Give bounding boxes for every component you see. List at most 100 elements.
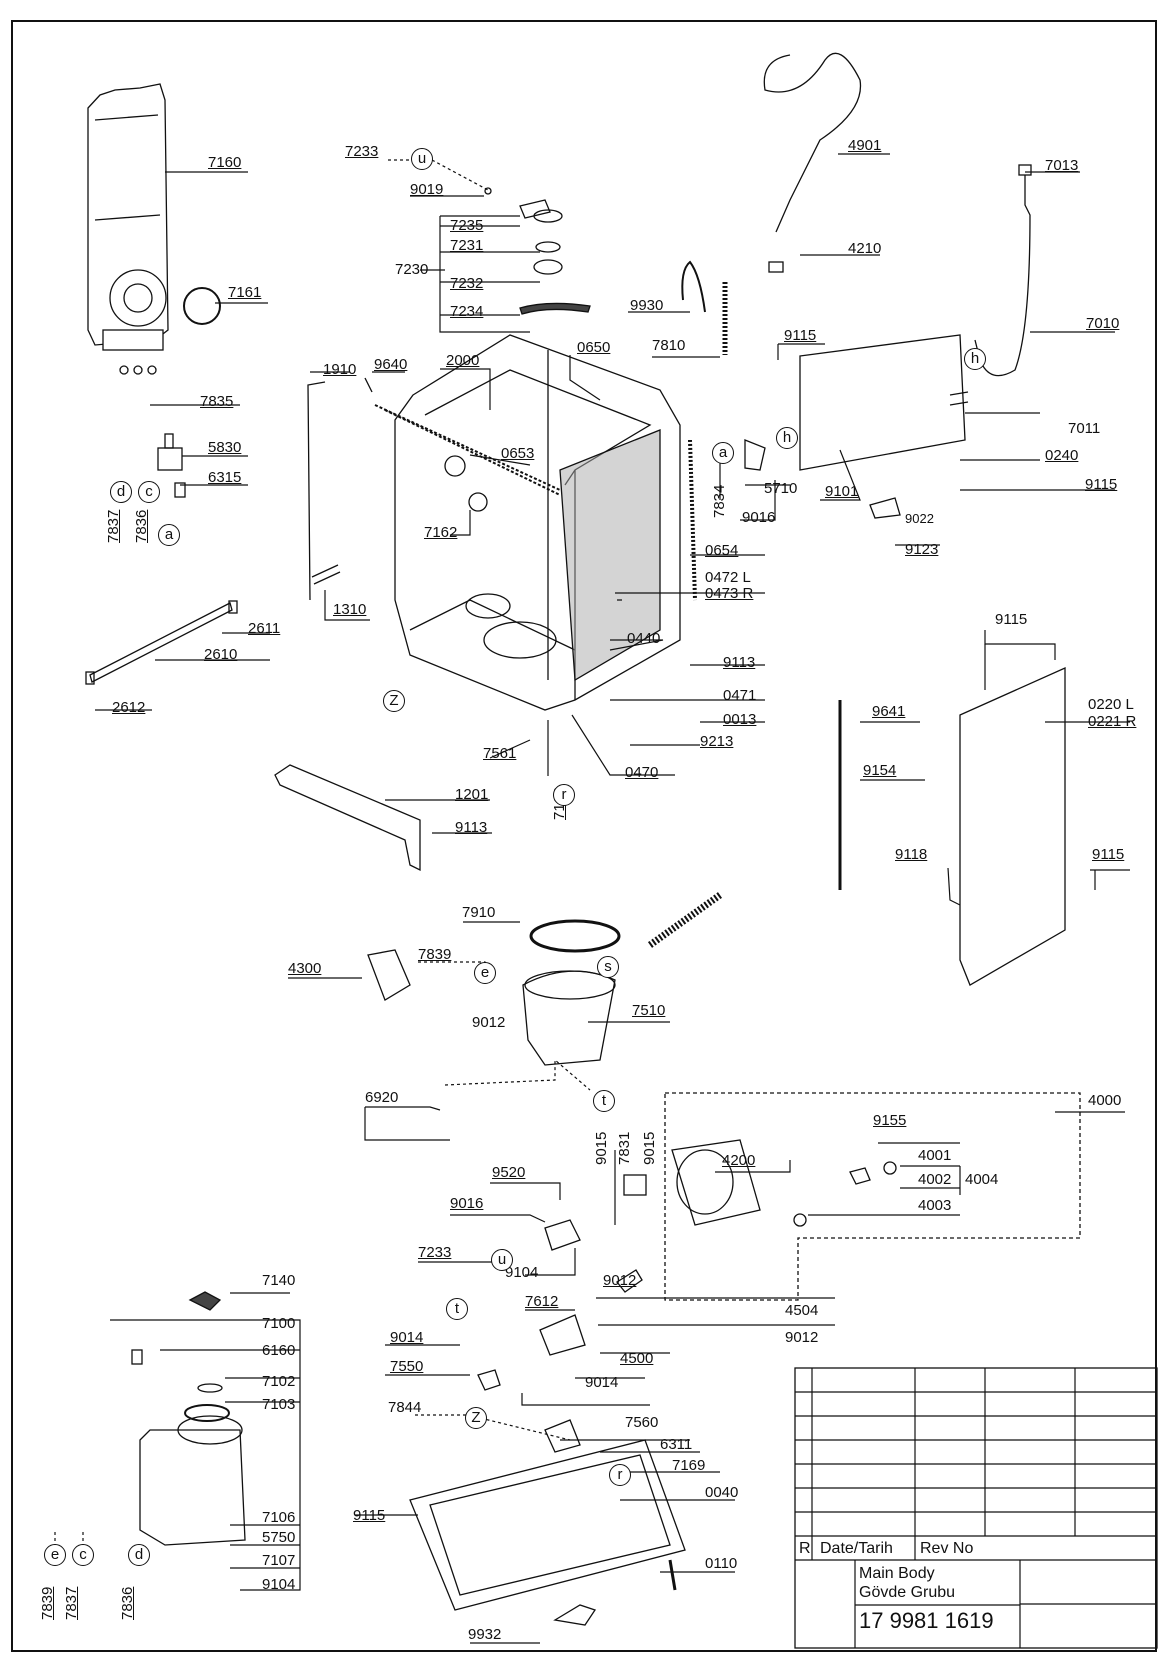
seal-9640 [364, 377, 373, 393]
label-9022: 9022 [905, 511, 934, 526]
label-7831: 7831 [616, 1131, 633, 1165]
clip-7011 [949, 391, 969, 406]
label-4901: 4901 [848, 137, 882, 154]
label-9123: 9123 [905, 541, 939, 558]
label-0654: 0654 [705, 542, 739, 559]
label-4000: 4000 [1088, 1092, 1122, 1109]
sump-7510 [522, 970, 616, 1066]
panel-0240 [799, 334, 966, 471]
leader-lines [54, 153, 1130, 1644]
label-9115: 9115 [784, 327, 817, 344]
label-6160: 6160 [262, 1342, 296, 1359]
callout-a: a [158, 524, 180, 546]
label-4504: 4504 [785, 1302, 819, 1319]
cable-4901 [763, 52, 862, 233]
label-1310: 1310 [333, 601, 367, 618]
label-9640: 9640 [374, 356, 408, 373]
label-0440: 0440 [627, 630, 661, 647]
label-5830: 5830 [208, 439, 242, 456]
label-9015a: 9015 [593, 1131, 610, 1165]
label-7836b: 7836 [119, 1586, 136, 1620]
label-7161: 7161 [228, 284, 262, 301]
label-9115c: 9115 [995, 611, 1028, 628]
label-5710: 5710 [764, 480, 798, 497]
label-2610: 2610 [204, 646, 238, 663]
label-7107: 7107 [262, 1552, 296, 1569]
label-9115b: 9115 [1085, 476, 1118, 493]
valve-7612 [544, 1219, 581, 1251]
label-7100: 7100 [262, 1315, 296, 1332]
label-9115e: 9115 [353, 1507, 386, 1524]
elbow-7550 [477, 1369, 501, 1391]
label-0220: 0220 L [1088, 696, 1134, 713]
callout-d: d [110, 481, 132, 503]
label-7162: 7162 [424, 524, 458, 541]
label-4210: 4210 [848, 240, 882, 257]
callout-s: s [597, 956, 619, 978]
label-0473: 0473 R [705, 585, 754, 602]
label-0040: 0040 [705, 1484, 739, 1501]
hose-7010 [974, 175, 1031, 377]
callout-u: u [411, 148, 433, 170]
label-7834: 7834 [711, 484, 728, 518]
title-block-date-header: Date/Tarih [820, 1540, 893, 1557]
pump-4200 [671, 1139, 761, 1226]
side-panel-0220 [959, 666, 1066, 986]
label-7102: 7102 [262, 1373, 296, 1390]
label-7550: 7550 [390, 1358, 424, 1375]
hose-7831 [623, 1174, 647, 1196]
wire-1910 [307, 381, 326, 601]
label-7233b: 7233 [418, 1244, 452, 1261]
label-7837b: 7837 [63, 1586, 80, 1620]
label-6920: 6920 [365, 1089, 399, 1106]
part-4003 [793, 1213, 807, 1227]
label-9012a: 9012 [472, 1014, 506, 1031]
cap-2612 [85, 671, 95, 685]
gasket-7910 [529, 919, 621, 953]
callout-e: e [474, 962, 496, 984]
bar-2610 [89, 602, 233, 683]
label-7836: 7836 [133, 509, 150, 543]
label-9014a: 9014 [390, 1329, 424, 1346]
label-4300: 4300 [288, 960, 322, 977]
label-7560: 7560 [625, 1414, 659, 1431]
tub-2000 [394, 334, 681, 711]
callout-r: r [553, 784, 575, 806]
callout-h: h [964, 348, 986, 370]
cap-2611 [228, 600, 238, 614]
callout-c-2: c [72, 1544, 94, 1566]
label-9113b: 9113 [455, 819, 488, 836]
label-0110: 0110 [705, 1555, 738, 1572]
callout-t-2: t [446, 1298, 468, 1320]
cap-7013 [1018, 164, 1032, 176]
plinth-1201 [274, 764, 421, 872]
label-4001: 4001 [918, 1147, 952, 1164]
panel-7160 [87, 83, 169, 375]
title-block-rev-col: R [799, 1540, 811, 1557]
drawing-frame [11, 20, 1157, 1652]
group-4000 [664, 1092, 1081, 1301]
label-9115d: 9115 [1092, 846, 1125, 863]
callout-e-2: e [44, 1544, 66, 1566]
label-9155: 9155 [873, 1112, 907, 1129]
float-7560 [544, 1419, 581, 1453]
callout-d-2: d [128, 1544, 150, 1566]
label-7140: 7140 [262, 1272, 296, 1289]
label-4004: 4004 [965, 1171, 999, 1188]
label-7844: 7844 [388, 1399, 422, 1416]
label-7910: 7910 [462, 904, 496, 921]
label-0013: 0013 [723, 711, 757, 728]
insulation-0654 [688, 439, 697, 601]
label-4003: 4003 [918, 1197, 952, 1214]
label-6311: 6311 [660, 1436, 693, 1453]
label-7011: 7011 [1068, 420, 1101, 437]
label-4002: 4002 [918, 1171, 952, 1188]
sensor-5710 [744, 439, 766, 471]
callout-r-2: r [609, 1464, 631, 1486]
top-spray-7230 [484, 187, 591, 315]
label-1201: 1201 [455, 786, 489, 803]
label-9932: 9932 [468, 1626, 502, 1643]
callout-t: t [593, 1090, 615, 1112]
label-7230: 7230 [395, 261, 429, 278]
